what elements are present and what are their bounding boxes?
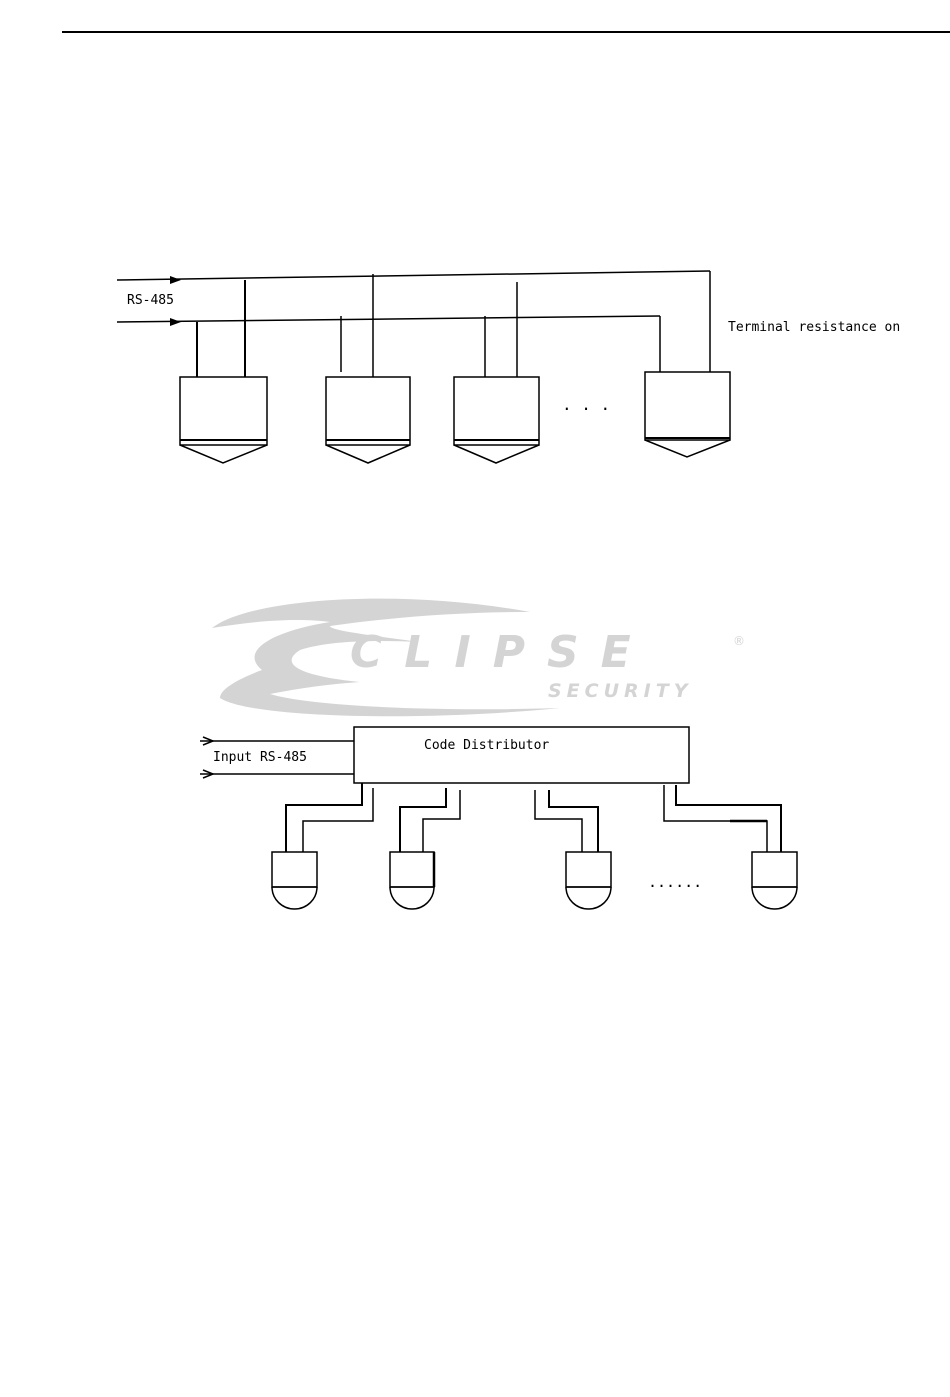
dome-camera-last (752, 852, 797, 909)
rs485-bus-diagram (117, 271, 730, 463)
arrow-bottom (170, 318, 181, 326)
camera-unit-1 (180, 377, 267, 463)
camera-unit-2 (326, 377, 410, 463)
arrow-top (170, 276, 181, 284)
dome-camera-1 (272, 852, 317, 909)
camera-unit-last (645, 372, 730, 457)
camera-unit-3 (454, 377, 539, 463)
watermark-subtitle-text: SECURITY (548, 680, 692, 702)
bus-label: RS-485 (127, 293, 174, 308)
terminal-resistance-label: Terminal resistance on (728, 320, 900, 335)
input-rs485-label: Input RS-485 (213, 750, 307, 765)
watermark-brand-text: CLIPSE (350, 627, 653, 678)
brand-watermark-logo: CLIPSE SECURITY ® (212, 599, 745, 717)
dome-camera-3 (566, 852, 611, 909)
bus-line-bottom (117, 316, 660, 322)
code-distributor-box (354, 727, 689, 783)
watermark-registered-mark: ® (733, 634, 745, 648)
camera-ellipsis: . . . (562, 395, 610, 414)
dome-ellipsis: ...... (648, 873, 702, 891)
dome-camera-2 (390, 852, 434, 909)
bus-line-top (117, 271, 710, 280)
code-distributor-label: Code Distributor (424, 738, 549, 753)
